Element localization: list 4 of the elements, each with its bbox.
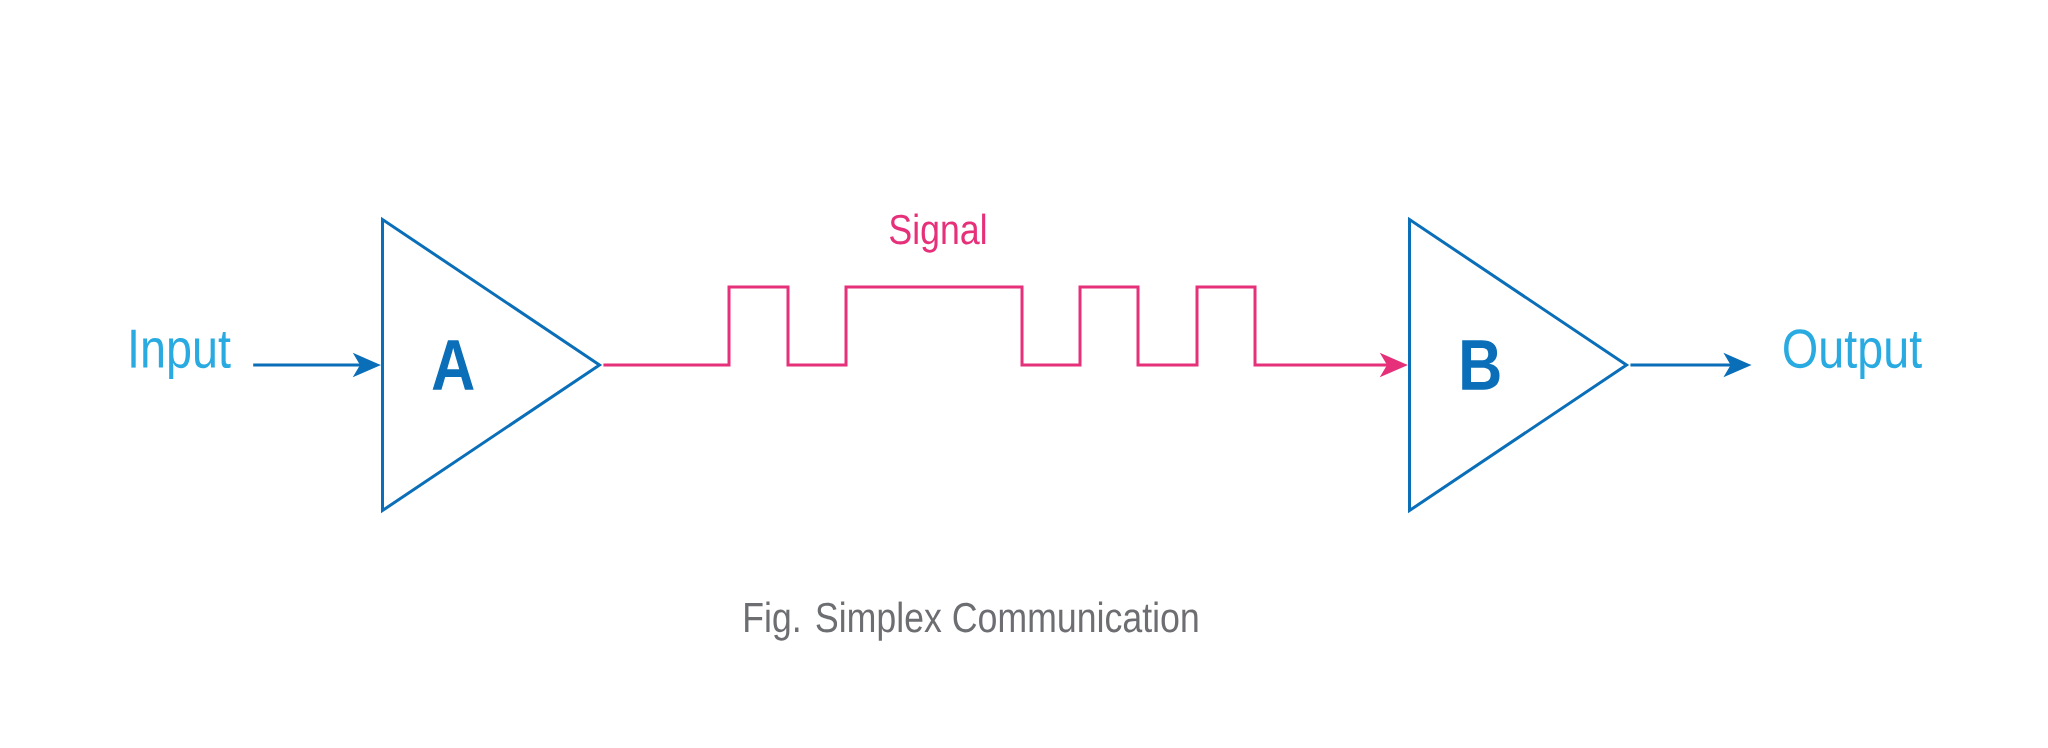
text-label: Output [1784,329,1922,379]
text-label: Input [131,329,231,379]
edge-label: Signal [885,210,991,256]
caption: Fig. Simplex Communication [745,601,1198,641]
